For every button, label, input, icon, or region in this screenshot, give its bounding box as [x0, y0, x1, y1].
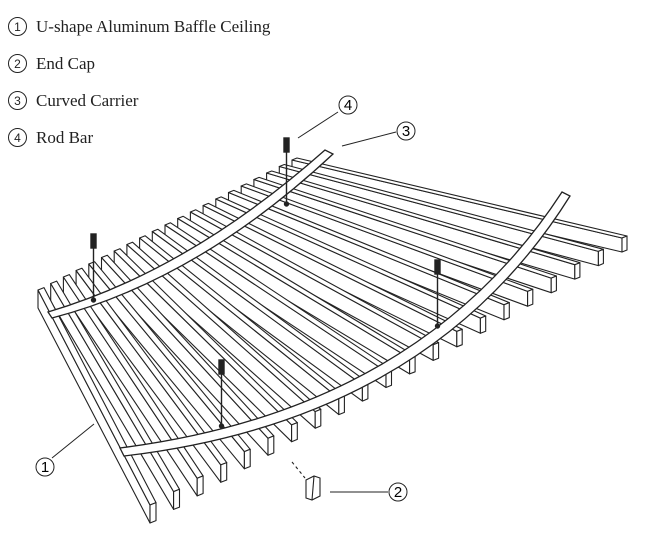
baffle-strip — [75, 267, 228, 483]
legend-number: 2 — [8, 54, 27, 73]
legend-item-carrier: 3 Curved Carrier — [8, 82, 270, 119]
legend-item-baffle: 1 U-shape Aluminum Baffle Ceiling — [8, 8, 270, 45]
baffle-strip — [100, 254, 275, 456]
legend-number: 1 — [8, 17, 27, 36]
baffle-group — [37, 157, 628, 524]
rod-bar — [283, 137, 290, 207]
legend-number: 3 — [8, 91, 27, 110]
callout-number: 4 — [344, 97, 352, 114]
baffle-strip — [202, 202, 463, 348]
curved-carrier-group — [46, 149, 571, 457]
rod-bar — [434, 259, 441, 329]
callout-number: 2 — [394, 484, 402, 501]
legend-label: U-shape Aluminum Baffle Ceiling — [36, 16, 271, 36]
legend: 1 U-shape Aluminum Baffle Ceiling 2 End … — [8, 8, 270, 156]
baffle-strip — [240, 183, 534, 307]
rod-bar-group — [90, 137, 441, 429]
callout-number: 1 — [41, 459, 49, 476]
callout-carrier: 3 — [341, 121, 416, 147]
legend-item-rod: 4 Rod Bar — [8, 119, 270, 156]
callout-baffle: 1 — [35, 423, 95, 477]
legend-item-end-cap: 2 End Cap — [8, 45, 270, 82]
baffle-strip — [189, 209, 440, 361]
end-cap — [291, 461, 321, 501]
baffle-strip — [126, 241, 322, 429]
baffle-strip — [253, 176, 557, 294]
baffle-strip — [215, 196, 487, 334]
baffle-strip — [151, 228, 369, 402]
legend-label: End Cap — [36, 53, 96, 73]
callout-end-cap: 2 — [330, 482, 408, 502]
curved-carrier-lower — [119, 191, 571, 457]
callout-rod: 4 — [297, 95, 358, 139]
legend-label: Rod Bar — [36, 127, 94, 147]
curved-carrier-upper — [46, 149, 335, 319]
baffle-strip — [88, 261, 251, 470]
callout-number: 3 — [402, 123, 410, 140]
legend-number: 4 — [8, 128, 27, 147]
rod-bar — [90, 233, 97, 303]
baffle-strip — [227, 189, 510, 321]
legend-label: Curved Carrier — [36, 90, 139, 110]
rod-bar — [218, 359, 225, 429]
